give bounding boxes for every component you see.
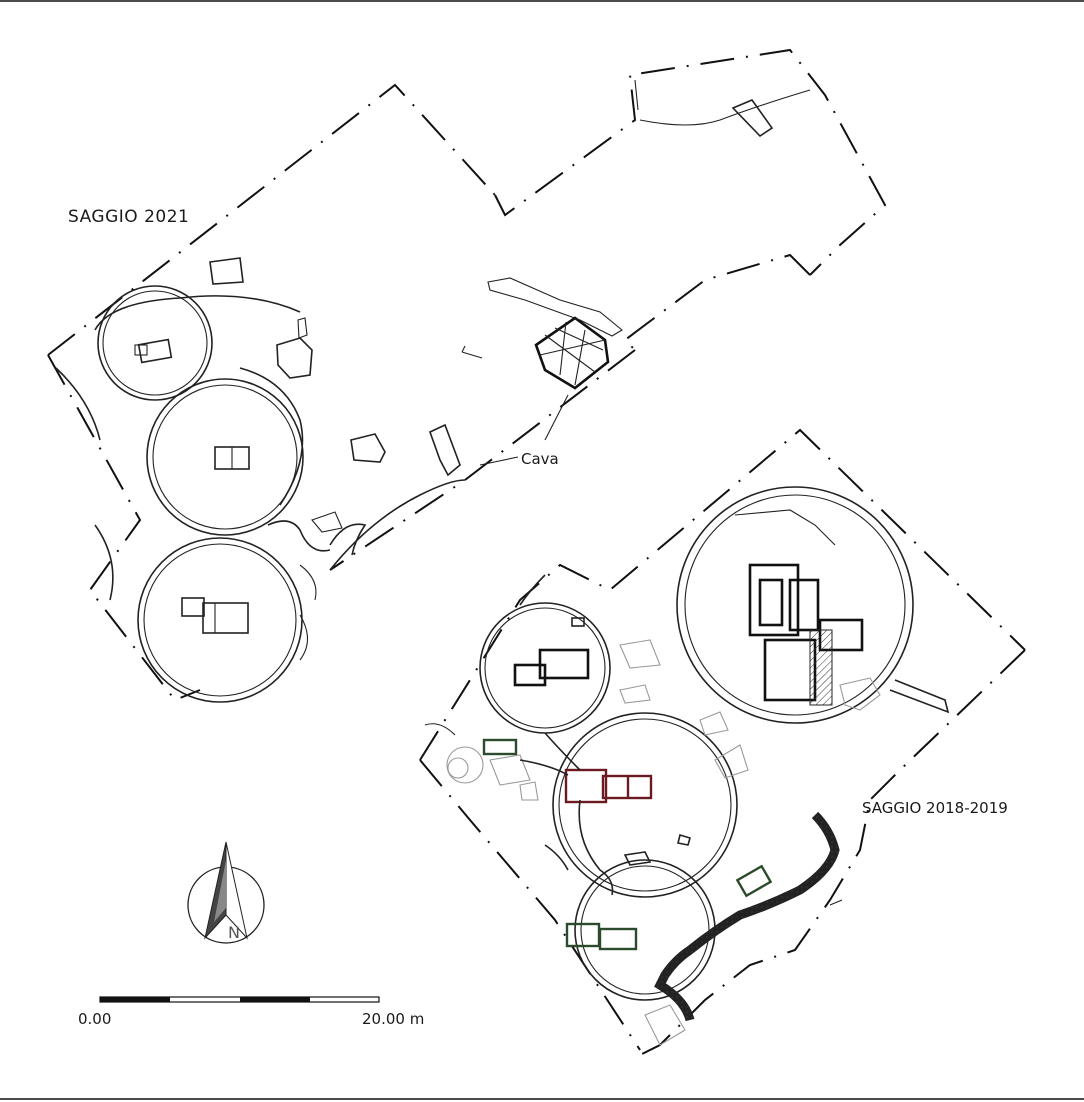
saggio-2018-2019-boundary [419,428,1026,1056]
saggio-2021-boundary [47,48,887,702]
scale-bar [99,996,380,1003]
saggio-2021-features [55,79,811,703]
scale-bar-start-label: 0.00 [78,1010,111,1028]
saggio-2021-label: SAGGIO 2021 [68,207,189,227]
saggio-2018-2019-label: SAGGIO 2018-2019 [862,799,1008,817]
scale-bar-end-label: 20.00 m [362,1010,424,1028]
saggio-2018-2019-features [424,486,950,1046]
north-arrow-letter: N [228,923,240,942]
cava-label: Cava [521,450,559,468]
north-arrow-icon [187,841,265,944]
